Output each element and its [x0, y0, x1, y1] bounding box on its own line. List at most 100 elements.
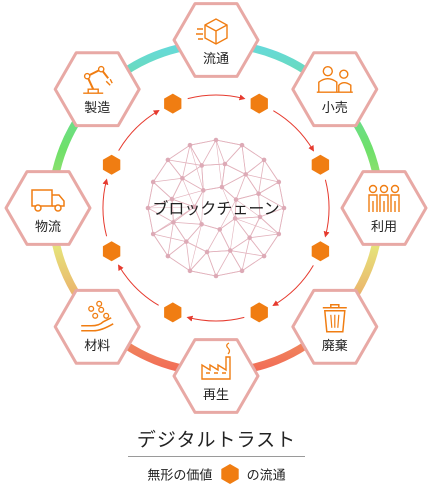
lifecycle-node: 廃棄 [291, 288, 379, 365]
network-link [249, 216, 261, 238]
network-link [201, 190, 204, 225]
network-node [187, 268, 193, 274]
blockchain-network-graphic [145, 137, 287, 279]
network-node [201, 188, 206, 193]
flow-arrow [273, 110, 314, 152]
network-link [152, 181, 173, 200]
lifecycle-node: 材料 [53, 288, 141, 365]
network-link [201, 163, 225, 166]
legend-text-before: 無形の価値 [147, 468, 213, 484]
network-node [165, 157, 171, 163]
network-node [150, 179, 156, 185]
network-node [213, 273, 219, 279]
network-node [187, 142, 193, 148]
lifecycle-node: 利用 [340, 170, 428, 246]
network-link [173, 206, 195, 223]
box-icon [196, 18, 228, 45]
network-node [150, 231, 156, 237]
network-node [227, 248, 233, 253]
network-node [217, 227, 223, 232]
network-link [215, 270, 243, 277]
network-link [167, 159, 183, 179]
network-link [171, 190, 204, 200]
network-node [222, 161, 228, 167]
node-label: 物流 [35, 220, 61, 235]
lifecycle-node: 小売 [291, 51, 379, 128]
people-icon [368, 184, 400, 212]
network-link [230, 250, 265, 257]
network-node [180, 175, 185, 181]
network-node [233, 197, 239, 202]
legend-hexagon-icon [220, 464, 239, 484]
network-link [234, 218, 250, 238]
network-link [171, 178, 183, 200]
network-node [213, 137, 219, 143]
network-link [241, 144, 265, 161]
node-label: 利用 [371, 220, 397, 235]
network-link [152, 159, 169, 183]
network-node [145, 205, 151, 211]
network-link [167, 255, 191, 272]
network-node [232, 216, 238, 221]
truck-icon [31, 189, 65, 212]
robot-arm-icon [83, 65, 113, 94]
network-link [249, 233, 279, 239]
network-link [173, 222, 187, 242]
network-link [167, 159, 202, 166]
network-link [147, 207, 154, 235]
network-node [191, 204, 197, 210]
node-label: 小売 [322, 100, 348, 116]
legend-text-after: の流通 [246, 468, 286, 484]
network-node [165, 253, 171, 259]
network-link [278, 207, 285, 235]
network-link [241, 145, 247, 175]
network-node [276, 179, 282, 185]
network-link [182, 165, 202, 179]
network-link [215, 250, 231, 277]
network-node [281, 205, 287, 211]
network-node [261, 253, 267, 259]
network-link [167, 222, 174, 257]
network-link [221, 174, 246, 188]
network-link [189, 145, 204, 191]
network-node [247, 235, 252, 241]
title-divider [128, 456, 305, 457]
network-link [173, 221, 202, 225]
node-hexagon [4, 170, 92, 246]
network-link [241, 237, 251, 271]
network-link [189, 139, 217, 146]
network-link [224, 163, 246, 175]
flow-arrow [102, 178, 109, 237]
flow-arrow [187, 94, 246, 101]
network-link [258, 193, 285, 209]
network-link [189, 251, 208, 272]
network-link [203, 186, 222, 191]
network-link [189, 270, 217, 277]
factory-icon [201, 342, 231, 380]
network-node [199, 163, 205, 168]
lifecycle-node: 製造 [53, 51, 141, 128]
node-hexagon [53, 288, 141, 365]
diagram-title: デジタルトラスト [136, 429, 297, 451]
flow-arrow [118, 110, 160, 151]
flow-arrows [102, 94, 330, 322]
value-token-hexagon [164, 93, 182, 114]
network-link [153, 177, 183, 183]
network-link [245, 174, 259, 194]
network-node [239, 268, 245, 274]
network-node [183, 239, 189, 244]
center-label: ブロックチェーン [152, 199, 279, 218]
network-link [235, 216, 261, 219]
network-link [215, 139, 243, 146]
network-link [263, 233, 280, 257]
flow-arrow [186, 315, 245, 322]
node-label: 材料 [84, 339, 110, 354]
value-token-hexagon [250, 93, 268, 114]
network-node [276, 231, 282, 237]
network-link [193, 190, 204, 208]
network-link [235, 199, 261, 218]
network-node [257, 214, 263, 220]
network-link [206, 229, 221, 253]
